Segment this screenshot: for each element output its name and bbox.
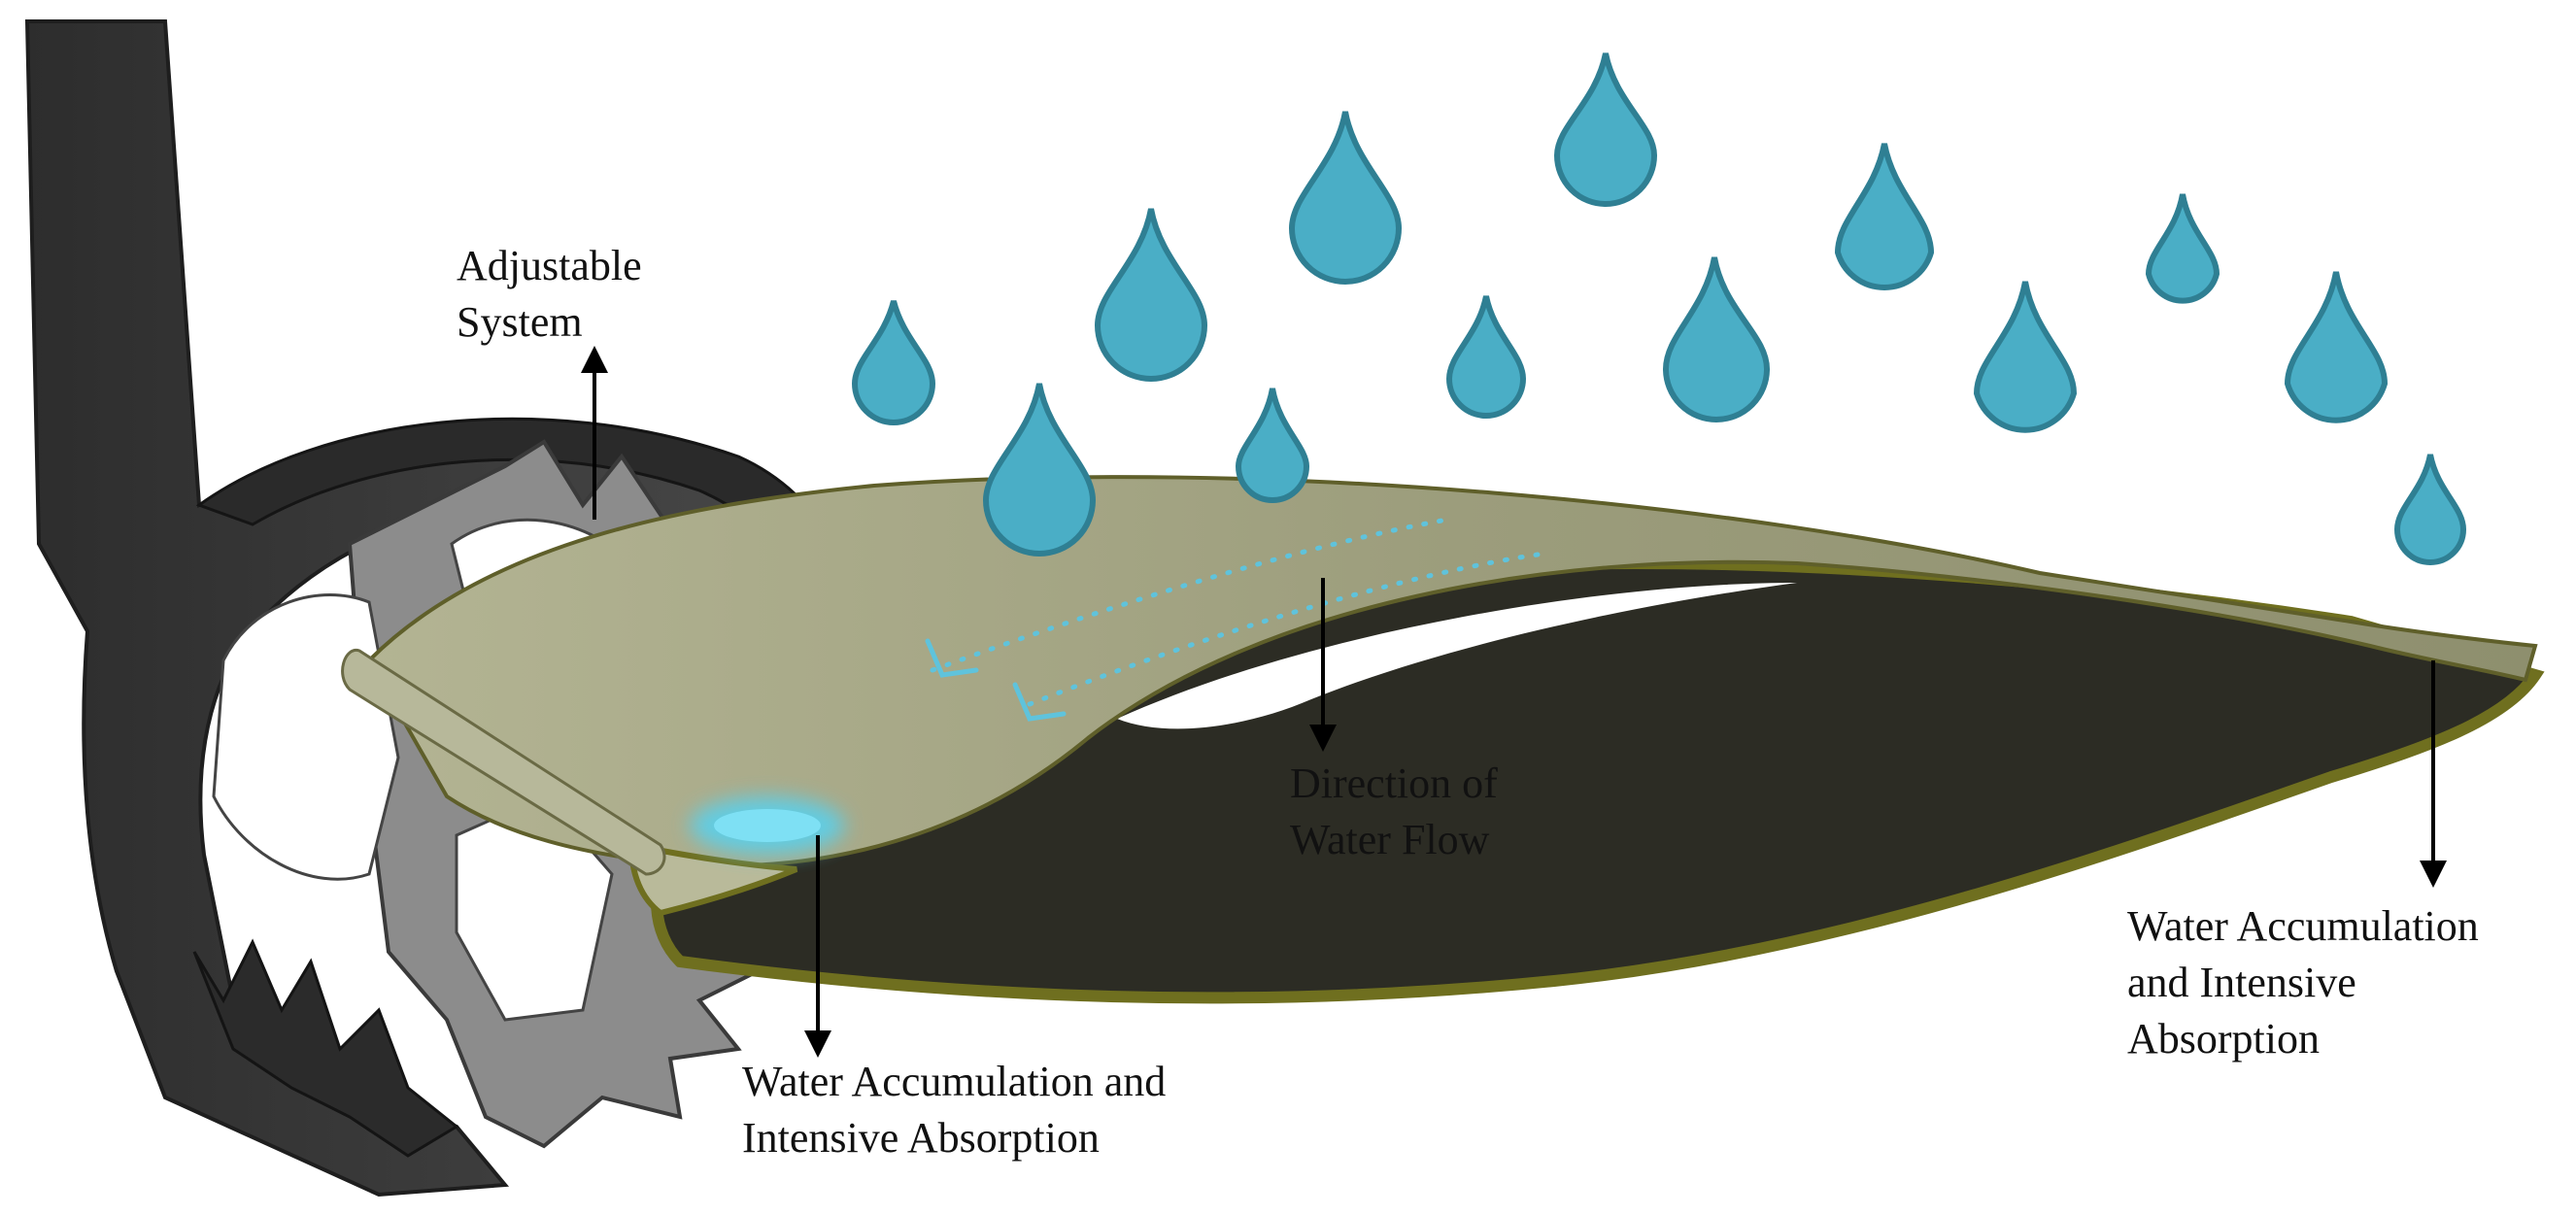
raindrop-icon	[2393, 454, 2467, 565]
right-accumulation-label: Water Accumulation and Intensive Absorpt…	[2127, 898, 2479, 1067]
right-acc-line-1: Water Accumulation	[2127, 902, 2479, 950]
raindrop-icon	[851, 300, 936, 425]
raindrop-icon	[1235, 388, 1310, 503]
chevron-icon	[1012, 682, 1067, 722]
left-acc-line-2: Intensive Absorption	[742, 1114, 1100, 1162]
fabric-fold	[627, 841, 798, 917]
raindrops	[851, 52, 2467, 565]
flow-label-line-2: Water Flow	[1290, 816, 1490, 863]
raindrop-icon	[1553, 52, 1658, 207]
raindrop-icon	[982, 383, 1097, 557]
flow-dots-1	[930, 517, 1450, 673]
left-acc-line-1: Water Accumulation and	[742, 1058, 1167, 1105]
water-flow-label: Direction of Water Flow	[1290, 756, 1498, 868]
raindrop-icon	[1094, 208, 1208, 382]
frame-teeth-bottom	[192, 938, 459, 1158]
fabric-gap	[1117, 583, 1797, 729]
chevron-icon	[925, 638, 979, 678]
raindrop-icon	[1662, 256, 1771, 422]
left-accumulation-label: Water Accumulation and Intensive Absorpt…	[742, 1054, 1166, 1166]
raindrop-icon	[2145, 193, 2220, 304]
wheel-inner-left	[212, 593, 400, 881]
raindrop-icon	[1288, 111, 1403, 285]
flow-label-line-1: Direction of	[1290, 759, 1498, 807]
right-acc-line-2: and Intensive	[2127, 959, 2356, 1006]
water-flow-indicators	[925, 517, 1547, 722]
raindrop-icon	[1973, 281, 2078, 433]
fabric-sheet	[341, 475, 2545, 1004]
raindrop-icon	[2284, 271, 2389, 423]
right-acc-line-3: Absorption	[2127, 1015, 2320, 1063]
raindrop-icon	[1834, 143, 1935, 290]
annotation-arrows	[581, 346, 2447, 1058]
adjustable-system-label: Adjustable System	[457, 238, 642, 351]
raindrop-icon	[1445, 295, 1527, 419]
left-water-pool-core	[714, 809, 821, 842]
rod	[341, 649, 666, 876]
adjustable-label-line-2: System	[457, 298, 583, 346]
adjustable-label-line-1: Adjustable	[457, 242, 642, 289]
